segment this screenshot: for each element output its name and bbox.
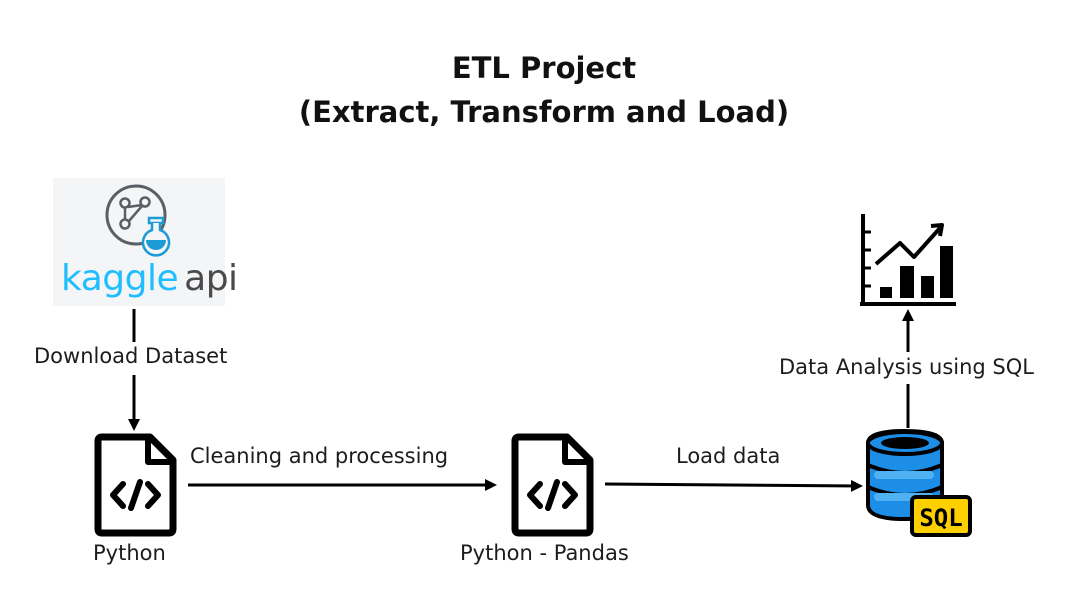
node-label-python: Python (93, 541, 166, 565)
analysis-bar-chart-icon (860, 214, 956, 306)
edge-label-download: Download Dataset (34, 344, 228, 368)
edge-label-analysis: Data Analysis using SQL (779, 355, 1034, 379)
edge-load-arrow (604, 479, 863, 492)
node-label-pandas: Python - Pandas (460, 541, 629, 565)
sql-database-icon (866, 428, 972, 537)
python-code-file-icon (94, 433, 177, 537)
diagram-title: ETL Project (451, 51, 637, 85)
edge-label-cleaning: Cleaning and processing (190, 444, 449, 468)
sql-badge-label: SQL (919, 504, 962, 532)
pandas-code-file-icon (511, 433, 594, 537)
edge-label-load: Load data (676, 444, 781, 468)
diagram-subtitle: (Extract, Transform and Load) (298, 95, 790, 129)
kaggle-flask-icon (105, 184, 171, 257)
